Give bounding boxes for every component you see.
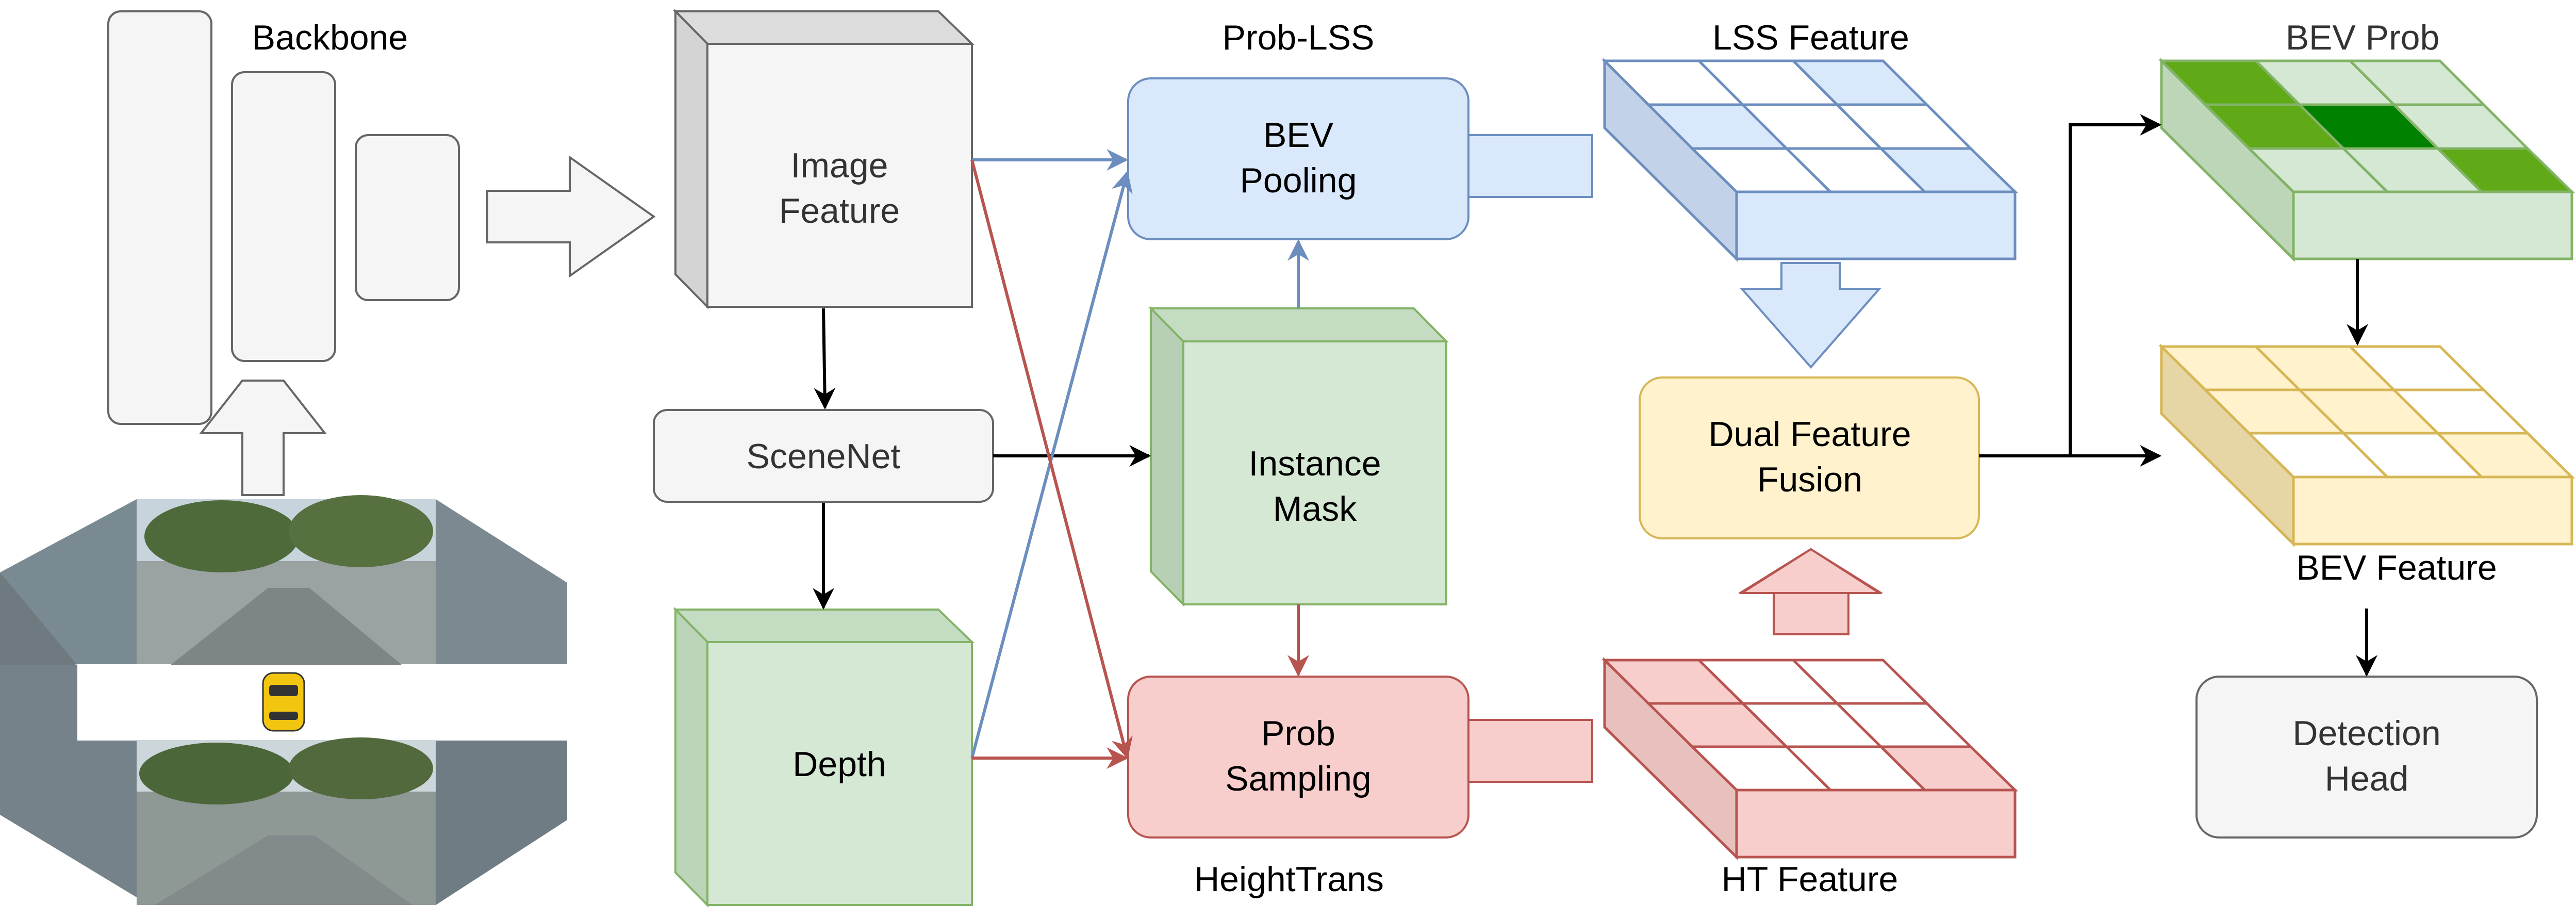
ht-feature-label: HT Feature — [1722, 860, 1898, 899]
surround-camera-images — [0, 495, 567, 905]
bev-prob-grid — [2158, 57, 2575, 262]
dual-feature-fusion-label-line1: Dual Feature — [1708, 415, 1911, 454]
depth-top-face — [673, 609, 975, 643]
tree-back-left — [139, 743, 294, 804]
prob-sampling-box — [1127, 676, 1469, 839]
image-feature-side-face — [674, 9, 708, 309]
lss-feature-grid — [1601, 57, 2019, 262]
prob-lss-label: Prob-LSS — [1223, 18, 1375, 57]
bev-pooling-to-lss-band — [1467, 134, 1593, 198]
bev-pooling-label-line2: Pooling — [1240, 161, 1357, 200]
image-feature-to-scenenet-arrow — [814, 308, 836, 410]
depth-label: Depth — [792, 745, 886, 784]
image-feature-front-face — [706, 43, 973, 308]
bev-feature-label: BEV Feature — [2296, 548, 2497, 587]
instance-mask-cube: Instance Mask — [1148, 306, 1449, 607]
scenenet-block: SceneNet — [653, 409, 994, 503]
lss-cell-2-2 — [1877, 147, 2019, 193]
depth-side-face — [674, 607, 708, 908]
prob-sampling-label-line2: Sampling — [1225, 759, 1372, 798]
camera-front-left-top — [0, 499, 137, 665]
lss-feature-front-face — [1735, 190, 2017, 260]
bev-pooling-label-line1: BEV — [1263, 116, 1334, 155]
image-feature-cube: Image Feature — [673, 9, 975, 309]
dual-feature-fusion-box — [1639, 376, 1980, 539]
depth-cube: Depth — [673, 607, 975, 908]
ego-car-icon — [262, 672, 305, 732]
ego-car-rear-window — [269, 712, 298, 720]
ht-to-fusion-arrow-head — [1738, 548, 1883, 594]
detection-head-label-line2: Head — [2325, 759, 2409, 798]
backbone-block: Backbone — [107, 10, 460, 425]
depth-front-face — [706, 641, 973, 906]
height-trans-label: HeightTrans — [1194, 860, 1384, 899]
detection-head-label-line1: Detection — [2292, 714, 2440, 753]
tree-front-left — [144, 500, 299, 572]
backbone-label: Backbone — [252, 18, 408, 57]
bev-feature-front-face — [2292, 475, 2573, 546]
backbone-stage-1 — [107, 10, 212, 425]
tree-front-right — [289, 495, 433, 567]
image-feature-label-line1: Image — [791, 146, 888, 185]
depth-to-bev-pooling-arrow — [970, 170, 1133, 759]
instance-mask-label-line1: Instance — [1248, 444, 1381, 483]
dual-feature-fusion-label-line2: Fusion — [1757, 460, 1862, 499]
backbone-stage-2 — [231, 71, 336, 362]
backbone-to-image-feature-arrow — [486, 155, 656, 278]
ht-cell-2-2 — [1877, 745, 2019, 792]
bev-prob-cell-2-2 — [2434, 147, 2575, 193]
image-feature-top-face — [673, 10, 975, 45]
prob-sampling-label-line1: Prob — [1261, 714, 1335, 753]
instance-mask-front-face — [1182, 340, 1447, 605]
image-feature-label-line2: Feature — [779, 191, 900, 231]
backbone-stage-3 — [355, 134, 460, 301]
detection-head-box — [2195, 676, 2538, 839]
ego-gap-shape — [77, 665, 567, 740]
bev-pooling-block: BEV Pooling — [1127, 77, 1469, 240]
bev-prob-label: BEV Prob — [2286, 18, 2440, 57]
tree-back-right — [289, 737, 433, 799]
road-front — [170, 588, 402, 665]
lss-to-fusion-arrow — [1739, 262, 1882, 369]
fusion-to-bev-prob-arrow — [2069, 114, 2162, 456]
bev-pooling-box — [1127, 77, 1469, 240]
road-back — [155, 835, 412, 905]
prob-sampling-block: Prob Sampling — [1127, 676, 1469, 839]
dual-feature-fusion-block: Dual Feature Fusion — [1639, 376, 1980, 539]
camera-front-right — [436, 499, 567, 665]
bev-prob-front-face — [2292, 190, 2573, 260]
bev-feature-cell-2-2 — [2434, 432, 2575, 479]
instance-mask-label-line2: Mask — [1273, 489, 1357, 529]
lss-feature-label: LSS Feature — [1712, 18, 1909, 57]
ht-feature-grid — [1601, 657, 2019, 860]
instance-mask-top-face — [1148, 307, 1449, 342]
images-to-backbone-arrow — [199, 380, 327, 496]
bev-feature-grid — [2158, 343, 2575, 547]
ego-car-windshield — [269, 685, 298, 696]
ht-feature-front-face — [1735, 788, 2017, 859]
detection-head-block: Detection Head — [2195, 676, 2538, 839]
ht-to-fusion-arrow-stem — [1773, 591, 1850, 635]
prob-sampling-to-ht-band — [1467, 719, 1593, 783]
scenenet-label: SceneNet — [747, 437, 901, 476]
instance-mask-side-face — [1150, 306, 1184, 607]
image-feature-to-prob-sampling-arrow — [970, 159, 1133, 760]
